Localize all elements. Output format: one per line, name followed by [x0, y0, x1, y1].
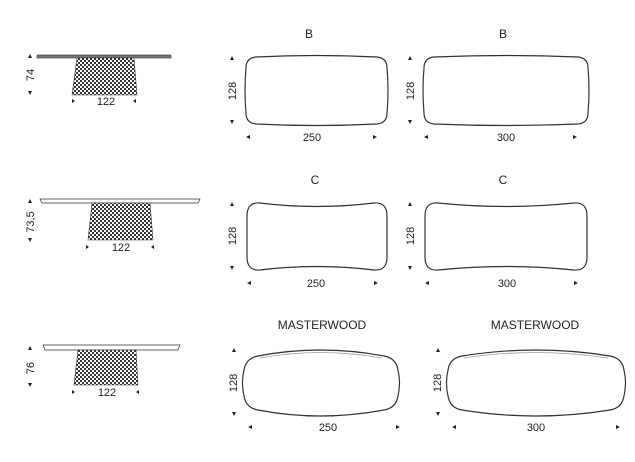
width-label: 300 — [498, 278, 516, 290]
tabletop-outline — [246, 202, 388, 271]
checkered-base — [71, 57, 138, 96]
side-height-label: 76 — [25, 362, 37, 374]
side-view-masterwood: 76 122 — [25, 344, 181, 399]
base-width-label: 122 — [97, 96, 115, 108]
width-label: 300 — [497, 132, 515, 144]
side-view-b: 74 122 — [25, 54, 172, 108]
depth-label: 128 — [227, 227, 239, 245]
shape-title: C — [499, 173, 508, 187]
row-b: 74 122 B B 128 250 128 300 — [25, 27, 590, 144]
tabletop-outline — [445, 349, 627, 417]
width-label: 300 — [527, 422, 545, 434]
depth-label: 128 — [405, 227, 417, 245]
tabletop-edge — [259, 352, 383, 359]
side-height-label: 73,5 — [25, 211, 37, 232]
side-height-label: 74 — [25, 69, 37, 81]
row-masterwood: 76 122 MASTERWOOD MASTERWOOD 128 250 128… — [25, 318, 627, 434]
tabletop-outline — [241, 349, 401, 417]
shape-title: C — [311, 173, 320, 187]
base-width-label: 122 — [112, 242, 130, 254]
width-label: 250 — [319, 422, 337, 434]
base-width-label: 122 — [98, 387, 116, 399]
tabletop-side — [42, 344, 181, 351]
shape-title: MASTERWOOD — [491, 318, 580, 332]
top-view-masterwood-250: 128 250 — [228, 348, 401, 434]
top-view-c-250: 128 250 — [227, 202, 388, 290]
shape-title: MASTERWOOD — [278, 318, 367, 332]
tabletop-edge — [463, 352, 609, 359]
shape-title: B — [499, 27, 507, 41]
width-label: 250 — [307, 278, 325, 290]
top-view-b-250: 128 250 — [227, 54, 389, 144]
tabletop-outline — [422, 54, 590, 127]
width-label: 250 — [303, 132, 321, 144]
row-c: 73,5 122 C C 128 250 128 300 — [25, 173, 588, 290]
depth-label: 128 — [228, 374, 240, 392]
tabletop-outline — [244, 54, 389, 127]
top-view-b-300: 128 300 — [405, 54, 590, 144]
depth-label: 128 — [405, 82, 417, 100]
depth-label: 128 — [432, 374, 444, 392]
top-view-c-300: 128 300 — [405, 202, 588, 290]
shape-title: B — [305, 27, 313, 41]
tabletop-side — [39, 198, 201, 204]
tabletop-side — [36, 54, 172, 59]
top-view-masterwood-300: 128 300 — [432, 348, 627, 434]
side-view-c: 73,5 122 — [25, 198, 201, 254]
tabletop-outline — [424, 202, 588, 271]
checkered-base — [87, 202, 154, 241]
depth-label: 128 — [227, 82, 239, 100]
checkered-base — [73, 349, 139, 386]
